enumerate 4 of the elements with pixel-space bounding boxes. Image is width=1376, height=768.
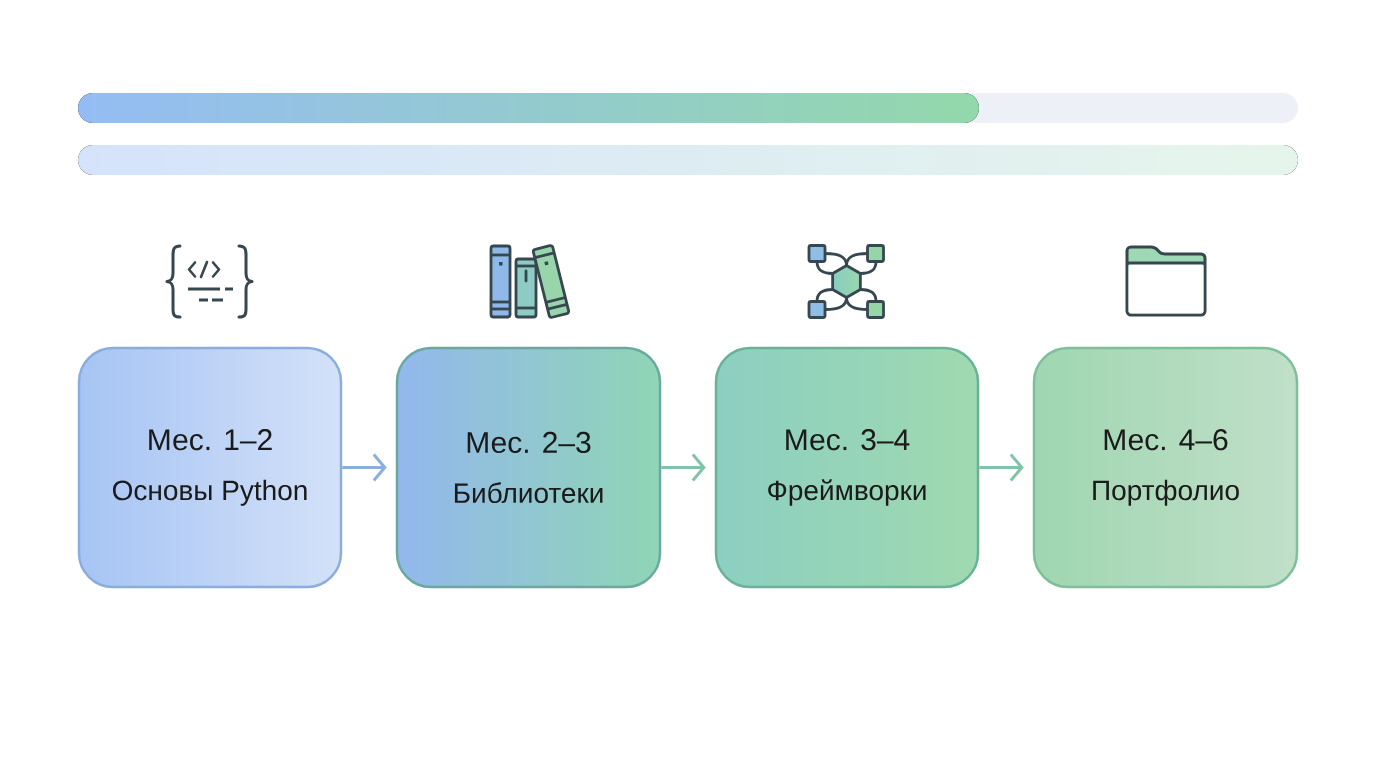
step-box: Мес. 3–4 Фреймворки: [714, 346, 980, 589]
step-box: Мес. 1–2 Основы Python: [77, 346, 343, 589]
step-box: Мес. 2–3 Библиотеки: [395, 346, 662, 589]
step-box: Мес. 4–6 Портфолио: [1032, 346, 1299, 589]
